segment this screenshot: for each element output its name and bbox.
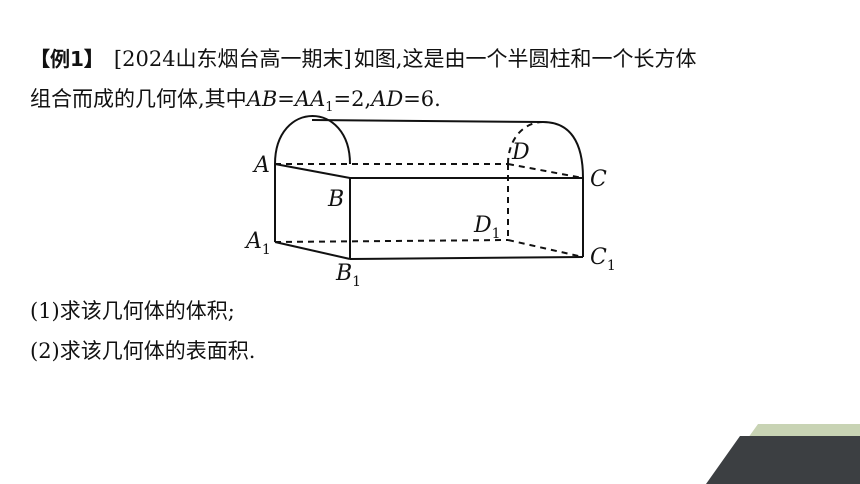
label-D1: D1 xyxy=(473,213,501,242)
label-D: D xyxy=(511,140,530,165)
edge-D1C1 xyxy=(507,239,584,258)
edge-A1D1 xyxy=(274,239,509,243)
problem-line-2: 组合而成的几何体,其中AB=AA1=2,AD=6. xyxy=(30,84,441,114)
cond-aa-sub: 1 xyxy=(325,100,334,116)
problem-source: [2024山东烟台高一期末] xyxy=(113,47,352,71)
label-A: A xyxy=(252,153,270,178)
cond-ad: AD xyxy=(371,87,404,111)
corner-decoration xyxy=(706,424,860,484)
problem-intro-2: 组合而成的几何体,其中 xyxy=(30,87,247,111)
cond-ab: AB xyxy=(246,87,278,111)
label-C1: C1 xyxy=(590,245,616,274)
edge-DC xyxy=(507,163,584,179)
arch-top-edge xyxy=(311,119,544,123)
cond-end: =6. xyxy=(403,87,441,111)
label-B: B xyxy=(327,187,344,212)
corner-band-light xyxy=(748,424,860,438)
geometry-figure: A B C D A1 B1 C1 D1 xyxy=(244,115,616,290)
edge-AB xyxy=(274,163,351,179)
edge-A1B1 xyxy=(274,241,351,260)
edge-B1C1 xyxy=(349,256,584,260)
cond-mid: =2, xyxy=(333,87,372,111)
question-2: (2)求该几何体的表面积. xyxy=(30,339,256,363)
cond-eq: = xyxy=(277,87,295,111)
corner-band-dark xyxy=(706,436,860,484)
example-tag: 【例1】 xyxy=(30,47,104,71)
label-C: C xyxy=(590,167,607,192)
cond-aa: AA xyxy=(294,87,326,111)
problem-intro-1: 如图,这是由一个半圆柱和一个长方体 xyxy=(353,47,697,71)
label-A1: A1 xyxy=(244,229,271,258)
problem-line-1: 【例1】 [2024山东烟台高一期末]如图,这是由一个半圆柱和一个长方体 xyxy=(30,44,696,74)
label-B1: B1 xyxy=(335,261,361,290)
back-arch-visible xyxy=(542,121,584,179)
front-arch xyxy=(274,115,351,165)
question-1: (1)求该几何体的体积; xyxy=(30,299,235,323)
